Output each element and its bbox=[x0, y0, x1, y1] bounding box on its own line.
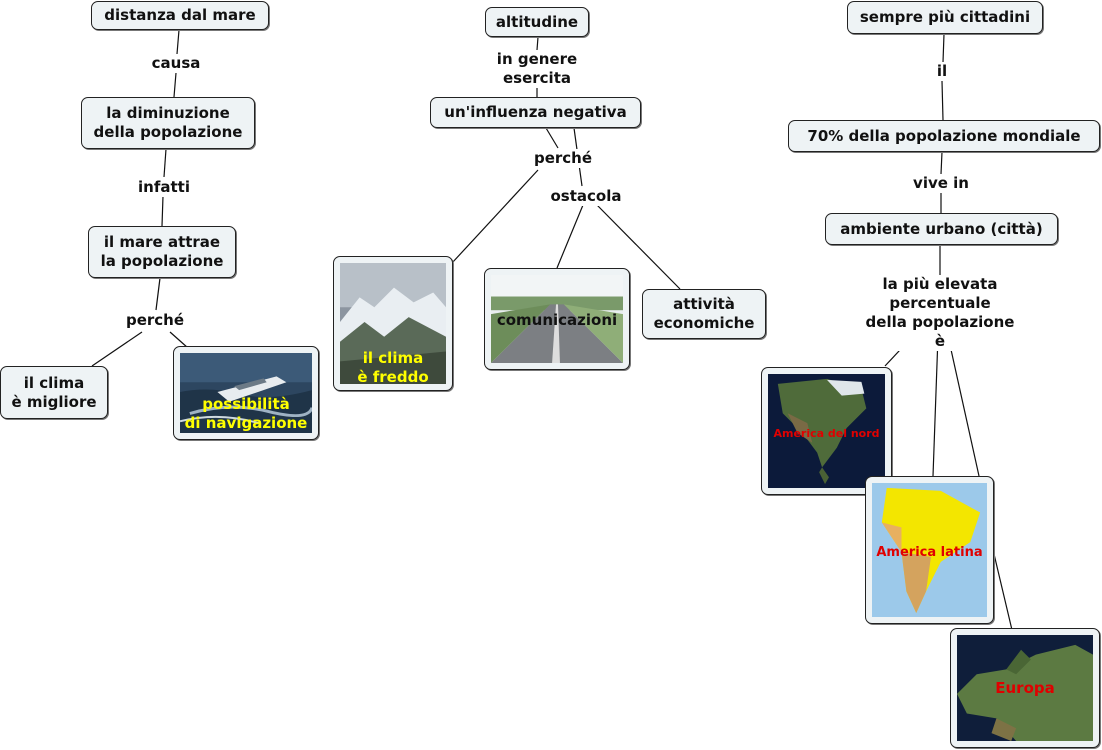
link-label-in-genere-esercita: in genere esercita bbox=[494, 50, 580, 88]
image-node-america-latina[interactable]: America latina bbox=[865, 476, 994, 624]
node-70-percento[interactable]: 70% della popolazione mondiale bbox=[788, 120, 1100, 152]
south-america-map-image bbox=[872, 483, 987, 617]
node-clima-migliore[interactable]: il clima è migliore bbox=[0, 366, 108, 419]
node-altitudine[interactable]: altitudine bbox=[485, 7, 589, 37]
boat-image bbox=[180, 353, 312, 433]
caption-navigazione: possibilità di navigazione bbox=[184, 395, 308, 432]
caption-comunicazioni: comunicazioni bbox=[496, 311, 618, 329]
link-label-vive-in: vive in bbox=[911, 174, 971, 193]
node-attivita-economiche[interactable]: attività economiche bbox=[642, 289, 766, 339]
north-america-map-image bbox=[768, 374, 885, 488]
highway-image bbox=[491, 275, 623, 363]
node-sempre-piu-cittadini[interactable]: sempre più cittadini bbox=[847, 1, 1043, 34]
caption-clima-freddo: il clima è freddo bbox=[357, 349, 429, 386]
image-node-america-nord[interactable]: America del nord bbox=[761, 367, 892, 495]
node-distanza-dal-mare[interactable]: distanza dal mare bbox=[91, 1, 269, 30]
caption-europa: Europa bbox=[995, 679, 1055, 697]
mountain-image bbox=[340, 263, 446, 384]
link-label-ostacola: ostacola bbox=[548, 187, 624, 206]
caption-america-nord: America del nord bbox=[773, 427, 880, 440]
image-node-europa[interactable]: Europa bbox=[950, 628, 1100, 748]
link-label-infatti: infatti bbox=[136, 178, 192, 197]
image-node-navigazione[interactable]: possibilità di navigazione bbox=[173, 346, 319, 440]
node-mare-attrae[interactable]: il mare attrae la popolazione bbox=[88, 226, 236, 278]
link-label-il: il bbox=[934, 62, 950, 81]
node-ambiente-urbano[interactable]: ambiente urbano (città) bbox=[825, 213, 1058, 245]
caption-america-latina: America latina bbox=[876, 545, 983, 560]
link-label-piu-elevata: la più elevata percentuale della popolaz… bbox=[859, 275, 1021, 351]
link-label-perche-2: perché bbox=[531, 149, 595, 168]
image-node-clima-freddo[interactable]: il clima è freddo bbox=[333, 256, 453, 391]
link-label-perche: perché bbox=[123, 311, 187, 330]
europe-map-image bbox=[957, 635, 1093, 741]
link-label-causa: causa bbox=[149, 54, 203, 73]
node-diminuzione-popolazione[interactable]: la diminuzione della popolazione bbox=[81, 97, 255, 149]
node-influenza-negativa[interactable]: un'influenza negativa bbox=[430, 97, 641, 128]
image-node-comunicazioni[interactable]: comunicazioni bbox=[484, 268, 630, 370]
